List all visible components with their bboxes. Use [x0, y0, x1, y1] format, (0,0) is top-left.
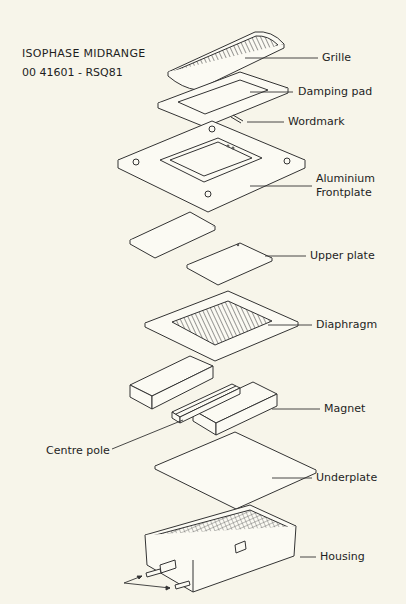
aluminium-frontplate — [133, 159, 139, 165]
part-label: Upper plate — [310, 249, 375, 263]
leader-lines — [112, 420, 183, 449]
centre-pole — [172, 384, 240, 423]
leader-lines — [265, 256, 306, 257]
part-label: Damping pad — [298, 85, 372, 99]
leader-lines — [245, 58, 318, 59]
leader-lines — [247, 122, 284, 123]
magnet — [130, 356, 277, 435]
aluminium-frontplate — [160, 138, 262, 182]
back-plate — [130, 212, 215, 258]
leader-lines — [300, 557, 316, 558]
part-label: Centre pole — [46, 444, 110, 458]
back-plate — [130, 226, 215, 258]
part-label: Magnet — [324, 402, 365, 416]
part-label: Housing — [320, 550, 365, 564]
centre-pole — [176, 386, 236, 414]
aluminium-frontplate — [205, 191, 211, 197]
centre-pole — [180, 388, 240, 423]
wordmark — [231, 115, 243, 123]
underplate — [155, 466, 316, 509]
leader-lines — [272, 478, 312, 479]
part-label: Aluminium Frontplate — [316, 172, 396, 200]
housing — [145, 526, 296, 592]
upper-plate — [187, 243, 272, 285]
part-label: Wordmark — [288, 115, 345, 129]
upper-plate — [187, 258, 272, 285]
part-number: 00 41601 - RSQ81 — [22, 66, 123, 80]
leader-lines — [250, 186, 312, 187]
housing — [160, 560, 176, 573]
leader-lines — [124, 583, 170, 588]
leader-lines — [268, 325, 312, 326]
pins — [146, 569, 161, 577]
pins — [175, 581, 190, 589]
aluminium-frontplate — [170, 142, 252, 176]
aluminium-frontplate — [209, 126, 215, 132]
upper-plate — [237, 244, 239, 246]
wordmark — [231, 115, 243, 123]
aluminium-frontplate — [118, 121, 305, 212]
leader-lines — [272, 409, 320, 410]
part-label: Grille — [322, 51, 351, 65]
diaphragm — [145, 291, 298, 361]
housing — [145, 505, 296, 592]
housing — [235, 541, 246, 553]
underplate — [155, 432, 316, 509]
leader-lines — [137, 576, 170, 590]
damping-pad — [158, 72, 288, 127]
exploded-view — [118, 32, 316, 592]
aluminium-frontplate — [227, 145, 229, 147]
leader-lines — [112, 58, 320, 590]
housing — [193, 560, 194, 592]
diagram-title: ISOPHASE MIDRANGE — [22, 47, 145, 61]
leader-lines — [250, 92, 293, 93]
part-label: Underplate — [316, 471, 377, 485]
damping-pad — [178, 80, 268, 114]
magnet — [130, 385, 152, 409]
part-label: Diaphragm — [316, 318, 377, 332]
aluminium-frontplate — [284, 158, 290, 164]
diaphragm — [172, 301, 272, 345]
aluminium-frontplate — [232, 147, 234, 149]
centre-pole — [172, 384, 240, 417]
